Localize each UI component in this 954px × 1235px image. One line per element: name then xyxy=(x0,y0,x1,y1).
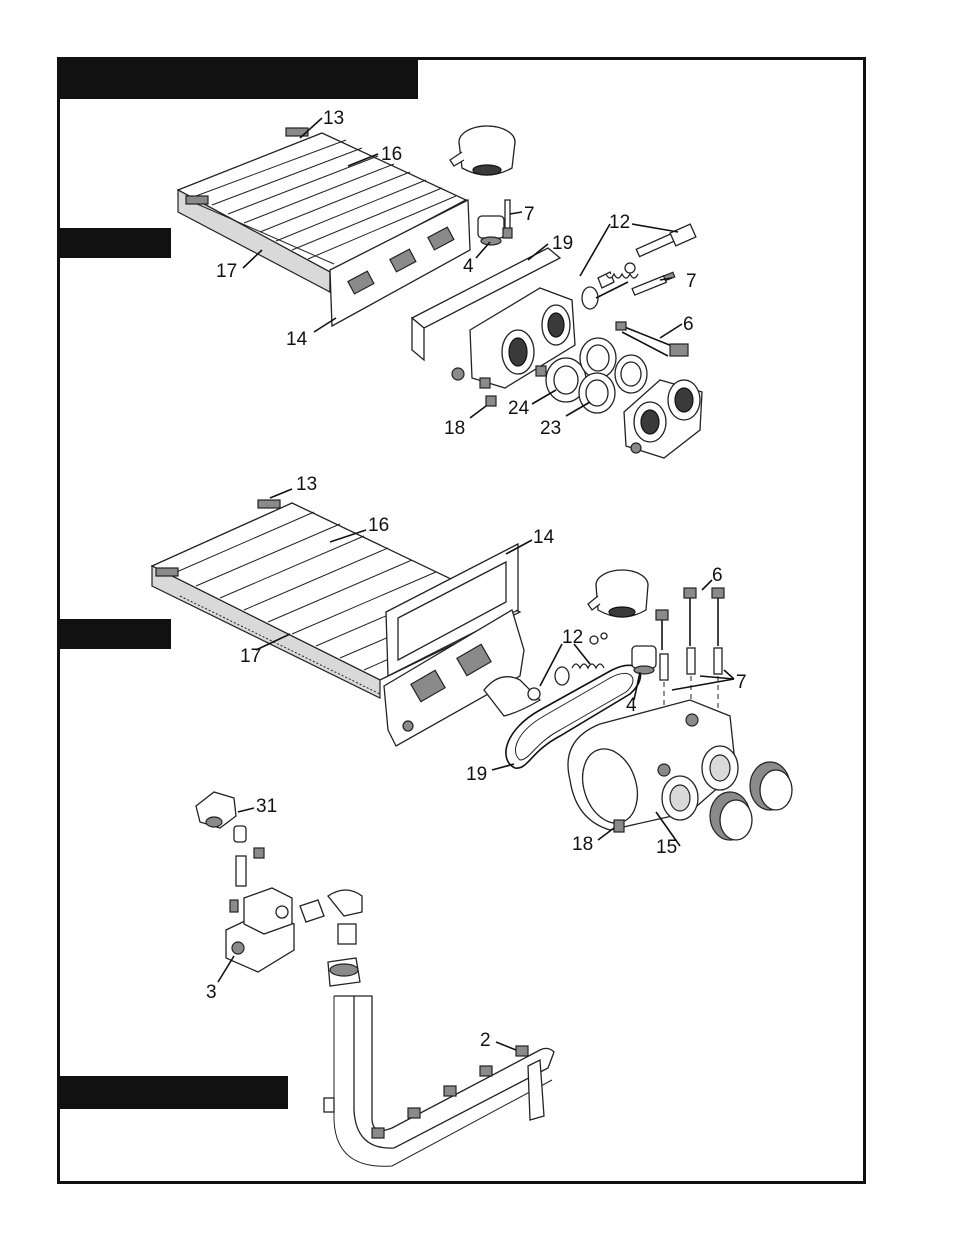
label-16-s1: 16 xyxy=(381,144,402,165)
label-4-s1: 4 xyxy=(463,256,474,277)
label-6-s2: 6 xyxy=(712,565,723,586)
gas-valve-3 xyxy=(226,888,294,972)
label-13-s1: 13 xyxy=(323,108,344,129)
label-2-s3: 2 xyxy=(480,1030,491,1051)
label-18-s1: 18 xyxy=(444,418,465,439)
label-15-s2: 15 xyxy=(656,837,677,858)
label-24-s1: 24 xyxy=(508,398,530,419)
gas-fittings-s3 xyxy=(300,890,362,986)
sensor-7b-s1 xyxy=(632,272,675,295)
pressure-switch-4-s2 xyxy=(632,646,656,674)
nipple-s3 xyxy=(236,856,246,886)
label-7a-s1: 7 xyxy=(524,204,535,225)
label-17-s2: 17 xyxy=(240,646,261,667)
label-6-s1: 6 xyxy=(683,314,694,335)
label-13-s2: 13 xyxy=(296,474,317,495)
label-23-s1: 23 xyxy=(540,418,561,439)
label-12-s2: 12 xyxy=(562,627,583,648)
label-14-s1: 14 xyxy=(286,329,308,350)
label-3-s3: 3 xyxy=(206,982,217,1003)
pressure-switch-31 xyxy=(196,792,264,858)
blower-fan-s2 xyxy=(588,570,648,617)
label-7-s2: 7 xyxy=(736,672,747,693)
burner-manifold-s3 xyxy=(324,996,554,1166)
label-7b-s1: 7 xyxy=(686,271,697,292)
label-19-s1: 19 xyxy=(552,233,573,254)
blower-fan-s1 xyxy=(450,126,515,175)
label-4-s2: 4 xyxy=(626,695,637,716)
fitting-18-s2 xyxy=(614,820,624,832)
pressure-switch-4-s1 xyxy=(478,216,504,245)
label-16-s2: 16 xyxy=(368,515,389,536)
label-12-s1: 12 xyxy=(609,212,630,233)
label-17-s1: 17 xyxy=(216,261,237,282)
sensor-12-s1 xyxy=(582,224,696,309)
label-18-s2: 18 xyxy=(572,834,593,855)
label-14-s2: 14 xyxy=(533,527,555,548)
label-19-s2: 19 xyxy=(466,764,487,785)
sensor-7a-s1 xyxy=(503,200,512,238)
label-31-s3: 31 xyxy=(256,796,277,817)
